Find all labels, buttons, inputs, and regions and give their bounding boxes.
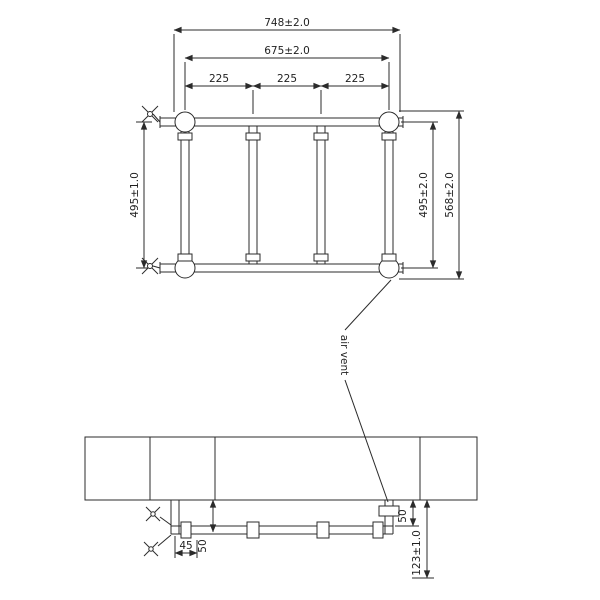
front-view: 748±2.0 675±2.0 225 225 225 495±1.0 495±… [129, 17, 464, 280]
tube-collars [177, 132, 397, 262]
valve-bottom-left [141, 257, 161, 275]
valve-top-left [141, 105, 161, 123]
dim-wall-to-pipe-left-label: 50 [197, 539, 209, 552]
dim-height-left-label: 495±1.0 [129, 172, 141, 218]
dim-height-overall-label: 568±2.0 [444, 172, 456, 218]
pipework [170, 500, 400, 539]
dim-spacing-right-label: 225 [345, 73, 365, 85]
dim-wall-to-pipe-right-label: 50 [397, 509, 409, 522]
dim-valve-offset-label: 45 [179, 540, 192, 552]
radiator-tubes [180, 126, 394, 264]
wall-section [84, 436, 478, 501]
dim-inner-width-label: 675±2.0 [264, 45, 310, 57]
plan-valve-upper [145, 506, 172, 526]
corner-unions [174, 111, 400, 279]
plan-view: 50 45 50 123±1.0 [84, 436, 478, 579]
front-dimension-lines [140, 26, 463, 280]
plan-valve-lower [143, 534, 172, 557]
dim-spacing-mid-label: 225 [277, 73, 297, 85]
dim-spacing-left-label: 225 [209, 73, 229, 85]
plan-dimension-lines [174, 499, 434, 579]
front-extension-lines [136, 34, 464, 280]
air-vent-annotation: air vent [338, 279, 392, 503]
dim-wall-to-valve-depth-label: 123±1.0 [411, 530, 423, 576]
dim-height-inner-label: 495±2.0 [418, 172, 430, 218]
radiator-rails [159, 116, 404, 274]
air-vent-label: air vent [338, 335, 350, 375]
dim-overall-width-label: 748±2.0 [264, 17, 310, 29]
